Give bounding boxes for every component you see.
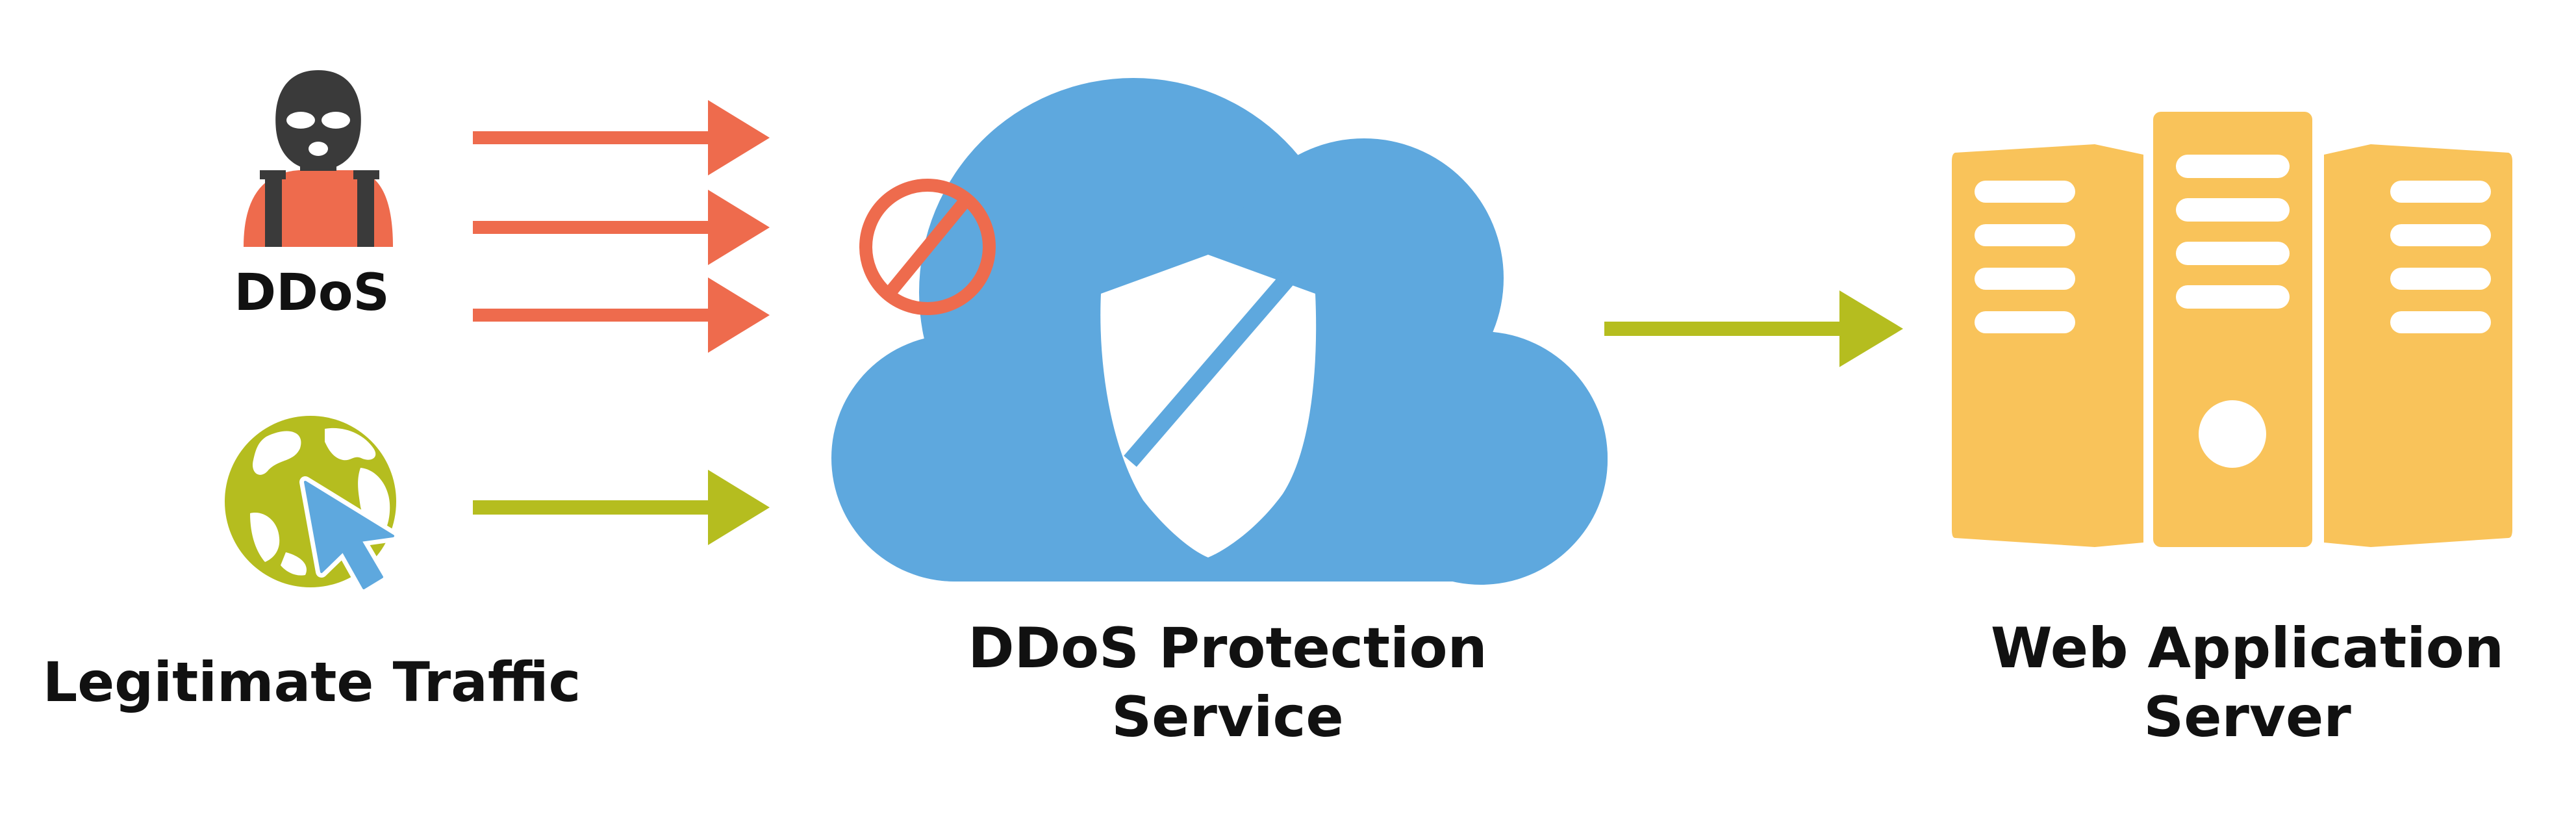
globe-cursor-icon (225, 416, 399, 594)
attack-arrow-2 (473, 190, 770, 265)
forward-arrow (1604, 290, 1903, 367)
masked-attacker-icon (244, 70, 393, 247)
protection-service-label: DDoS Protection Service (929, 614, 1526, 752)
web-app-server-label-line2: Server (2143, 685, 2351, 750)
legit-arrow (473, 470, 770, 545)
attack-arrow-3 (473, 277, 770, 353)
server-rack-icon (1952, 112, 2512, 547)
web-app-server-label: Web Application Server (1949, 614, 2546, 752)
shield-icon (1100, 255, 1317, 557)
protection-service-label-line2: Service (1111, 685, 1344, 750)
attack-arrow-1 (473, 100, 770, 175)
legitimate-traffic-label: Legitimate Traffic (42, 650, 581, 714)
prohibited-icon (859, 179, 996, 315)
protection-service-label-line1: DDoS Protection (968, 616, 1487, 681)
web-app-server-label-line1: Web Application (1990, 616, 2505, 681)
ddos-label: DDoS (234, 264, 390, 322)
